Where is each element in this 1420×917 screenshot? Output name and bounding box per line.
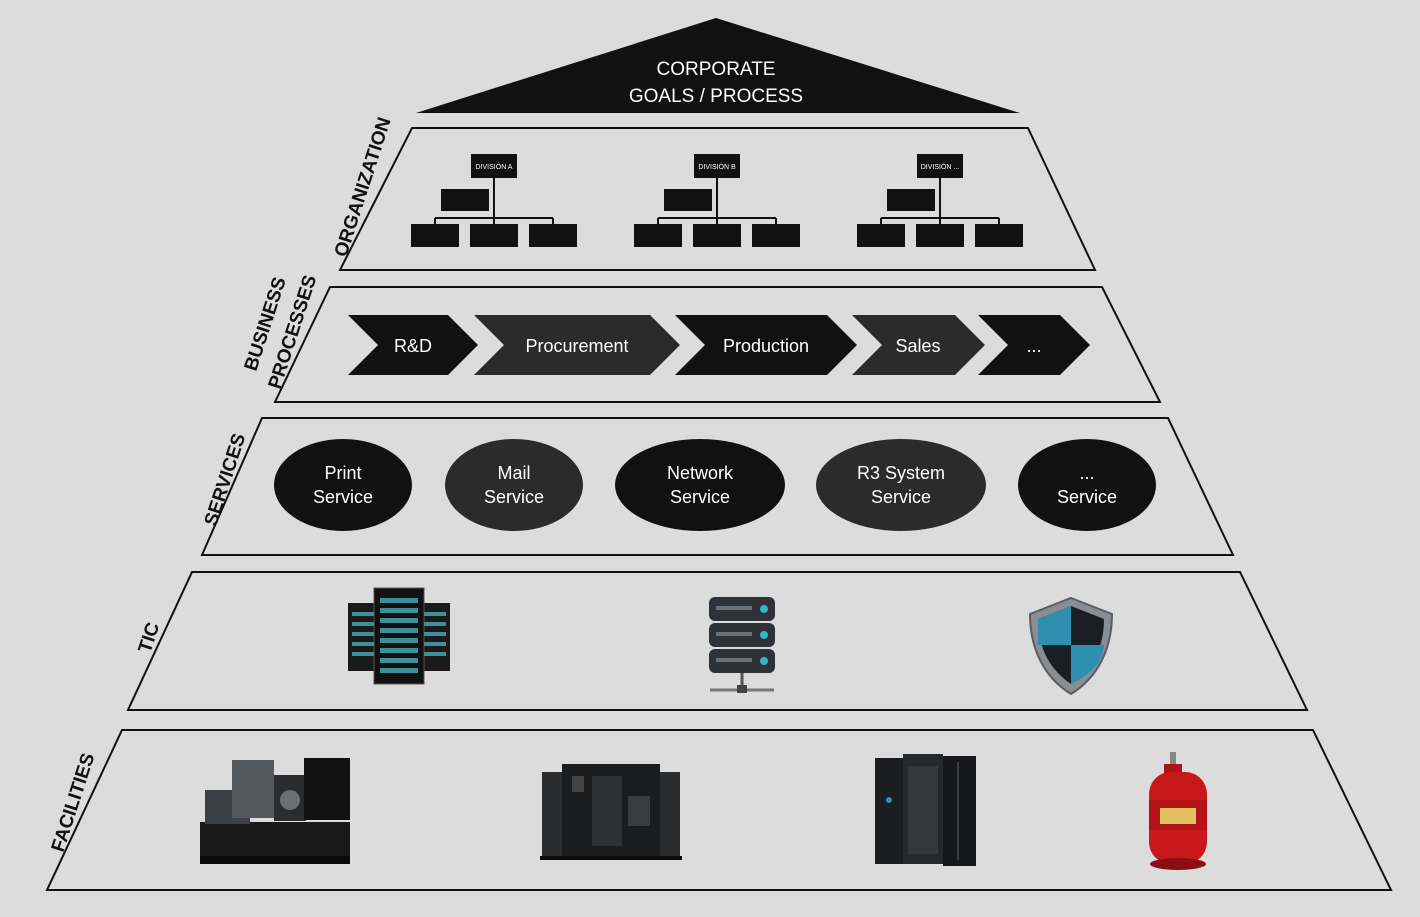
facilities-layer: FACILITIES bbox=[45, 729, 1393, 891]
process-step-label: ... bbox=[1026, 336, 1041, 356]
server-rack-icon bbox=[348, 587, 450, 685]
security-shield-icon bbox=[1028, 596, 1114, 696]
service-network: Network Service bbox=[615, 439, 785, 531]
division-chart: DIVISIÓN ... bbox=[857, 154, 1023, 247]
process-step-label: R&D bbox=[394, 336, 432, 356]
division-chart: DIVISIÓN A bbox=[411, 154, 577, 247]
process-step-more: ... bbox=[978, 315, 1090, 375]
process-step-sales: Sales bbox=[852, 315, 985, 375]
service-line2: Service bbox=[871, 487, 931, 507]
process-step-label: Procurement bbox=[525, 336, 628, 356]
apex-line1: CORPORATE bbox=[657, 59, 776, 80]
cooling-unit-icon bbox=[875, 754, 976, 866]
service-line1: ... bbox=[1079, 463, 1094, 483]
division-label: DIVISIÓN A bbox=[476, 162, 513, 171]
service-line2: Service bbox=[670, 487, 730, 507]
process-step-rd: R&D bbox=[348, 315, 478, 375]
service-line2: Service bbox=[1057, 487, 1117, 507]
database-server-icon bbox=[709, 597, 775, 693]
service-line1: Network bbox=[667, 463, 734, 483]
service-mail: Mail Service bbox=[445, 439, 583, 531]
process-step-production: Production bbox=[675, 315, 857, 375]
process-step-procurement: Procurement bbox=[474, 315, 680, 375]
power-generator-icon bbox=[200, 758, 350, 864]
service-print: Print Service bbox=[274, 439, 412, 531]
organization-layer: ORGANIZATION DIVISIÓN A DIVISIÓN B bbox=[331, 115, 1097, 271]
service-line2: Service bbox=[484, 487, 544, 507]
process-step-label: Sales bbox=[895, 336, 940, 356]
division-chart: DIVISIÓN B bbox=[634, 154, 800, 247]
services-layer: SERVICES Print Service Mail Service Netw… bbox=[200, 417, 1235, 556]
service-line1: Mail bbox=[497, 463, 530, 483]
process-step-label: Production bbox=[723, 336, 809, 356]
apex-line2: GOALS / PROCESS bbox=[629, 86, 803, 107]
business-processes-layer: BUSINESS PROCESSES R&D Procurement Produ… bbox=[241, 273, 1162, 403]
service-more: ... Service bbox=[1018, 439, 1156, 531]
tic-layer: TIC bbox=[126, 571, 1309, 711]
service-line1: Print bbox=[324, 463, 361, 483]
fire-extinguisher-icon bbox=[1149, 752, 1207, 870]
division-label: DIVISIÓN B bbox=[698, 162, 736, 171]
service-r3-system: R3 System Service bbox=[816, 439, 986, 531]
corporate-goals-apex: CORPORATE GOALS / PROCESS bbox=[416, 18, 1020, 113]
service-line2: Service bbox=[313, 487, 373, 507]
division-label: DIVISIÓN ... bbox=[921, 162, 960, 171]
service-line1: R3 System bbox=[857, 463, 945, 483]
ups-unit-icon bbox=[540, 764, 682, 860]
